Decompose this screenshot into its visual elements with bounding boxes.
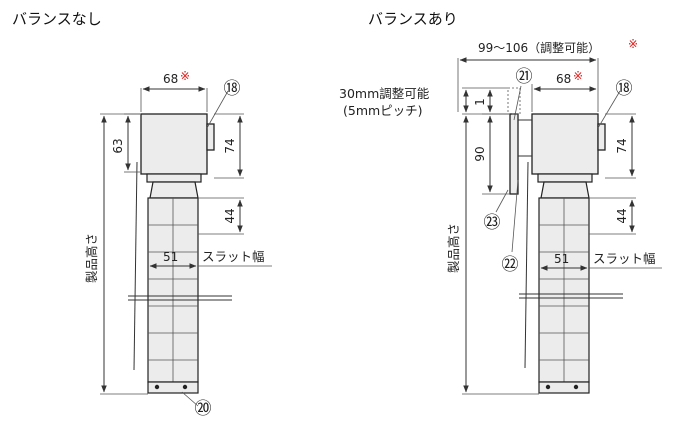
right-dim-74: 74 — [615, 138, 629, 153]
right-adjust-pitch: (5mmピッチ) — [343, 103, 423, 118]
left-callout-18: ⑱ — [224, 79, 241, 99]
right-adjust-label: 30mm調整可能 — [339, 86, 430, 101]
left-dim-44: 44 — [223, 208, 237, 223]
left-product-height-label: 製品高さ — [84, 233, 99, 283]
right-callout-23: ㉓ — [484, 213, 501, 233]
left-slat-width-label: スラット幅 — [202, 249, 265, 264]
right-dim-68-mark: ※ — [573, 69, 583, 83]
right-dim-90: 90 — [473, 146, 487, 161]
right-callout-22: ㉒ — [502, 255, 519, 275]
left-dim-63: 63 — [111, 138, 125, 153]
right-dim-range-mark: ※ — [628, 37, 638, 51]
right-dim-44: 44 — [615, 208, 629, 223]
left-taper — [149, 181, 199, 199]
right-dim-51: 51 — [554, 252, 569, 266]
right-dim-range: 99～106（調整可能） — [478, 40, 600, 55]
left-headbox — [140, 113, 208, 175]
right-callout-18: ⑱ — [616, 79, 633, 99]
right-valance-adjust-zone — [507, 87, 521, 115]
right-cord — [524, 161, 529, 369]
right-dim-68: 68 — [556, 72, 571, 86]
title-no-valance: バランスなし — [12, 10, 102, 28]
right-product-height-label: 製品高さ — [446, 223, 461, 273]
left-bracket — [206, 123, 215, 151]
left-dim-74: 74 — [223, 138, 237, 153]
left-callout-20: ⑳ — [195, 399, 212, 419]
right-headbox-bottom — [537, 173, 593, 183]
left-bottom-rail — [147, 381, 199, 394]
right-valance — [509, 113, 519, 195]
right-headbox — [531, 113, 599, 175]
left-dim-51: 51 — [163, 250, 178, 264]
right-taper — [540, 181, 590, 199]
left-dim-68: 68 — [163, 72, 178, 86]
left-blind-drawing: 68 ※ 63 製品高さ 74 44 51 — [84, 69, 272, 419]
left-headbox-bottom — [146, 173, 202, 183]
left-dim-68-mark: ※ — [180, 69, 190, 83]
left-cord — [133, 161, 138, 371]
right-bracket — [597, 123, 606, 151]
right-callout-21: ㉑ — [516, 67, 533, 87]
right-dim-1: 1 — [473, 98, 487, 106]
right-blind-drawing: 99～106（調整可能） ※ 68 ※ 30mm調整可能 (5mmピッチ) 1 … — [339, 37, 662, 395]
right-bottom-rail — [538, 381, 590, 394]
right-slat-width-label: スラット幅 — [593, 251, 656, 266]
title-with-valance: バランスあり — [368, 10, 458, 28]
